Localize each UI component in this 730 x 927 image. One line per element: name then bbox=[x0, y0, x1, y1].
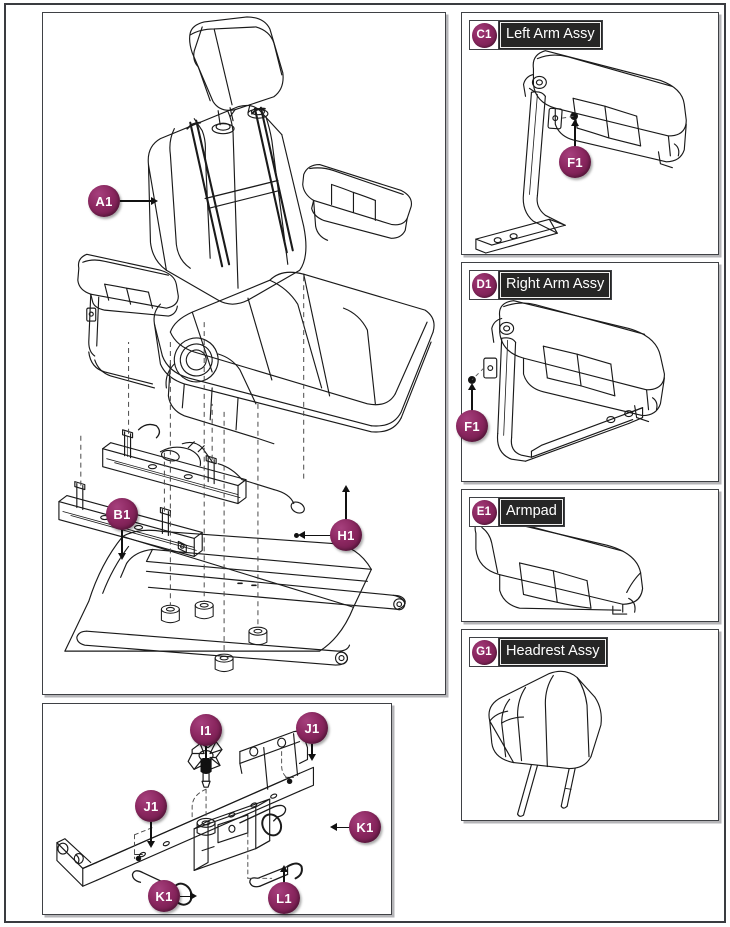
headrest-illustration bbox=[462, 630, 718, 820]
badge-wrap-c1: C1 bbox=[469, 20, 499, 50]
armpad-illustration bbox=[462, 490, 718, 621]
badge-g1: G1 bbox=[471, 639, 497, 665]
callout-k1-bottom-leader bbox=[180, 895, 191, 898]
callout-h1-arrow-left bbox=[298, 531, 305, 539]
caption-right-arm: D1 Right Arm Assy bbox=[469, 270, 613, 300]
caption-headrest: G1 Headrest Assy bbox=[469, 637, 608, 667]
callout-j1-left-arrow bbox=[146, 841, 155, 848]
callout-k1-bottom-arrow bbox=[190, 892, 197, 900]
label-headrest-assy: Headrest Assy bbox=[498, 637, 608, 667]
callout-k1-right-arrow bbox=[330, 823, 337, 831]
callout-i1-arrow bbox=[201, 758, 210, 765]
callout-l1[interactable]: L1 bbox=[268, 882, 300, 914]
callout-a1-arrow bbox=[151, 196, 158, 205]
badge-wrap-e1: E1 bbox=[469, 497, 499, 527]
callout-b1-leader bbox=[121, 530, 123, 554]
badge-wrap-d1: D1 bbox=[469, 270, 499, 300]
callout-f1-right-arrow bbox=[467, 383, 476, 390]
callout-l1-arrow bbox=[279, 865, 288, 872]
base-frame-illustration bbox=[43, 704, 391, 914]
callout-j1-right-leader bbox=[311, 744, 313, 755]
caption-left-arm: C1 Left Arm Assy bbox=[469, 20, 603, 50]
label-armpad: Armpad bbox=[498, 497, 565, 527]
left-arm-illustration bbox=[462, 13, 718, 254]
callout-i1-leader bbox=[205, 746, 207, 759]
callout-b1[interactable]: B1 bbox=[106, 498, 138, 530]
callout-k1-bottom[interactable]: K1 bbox=[148, 880, 180, 912]
callout-i1[interactable]: I1 bbox=[190, 714, 222, 746]
badge-e1: E1 bbox=[471, 499, 497, 525]
callout-j1-right-arrow bbox=[307, 754, 316, 761]
callout-j1-left-leader bbox=[150, 822, 152, 842]
badge-c1: C1 bbox=[471, 22, 497, 48]
label-left-arm-assy: Left Arm Assy bbox=[498, 20, 603, 50]
callout-a1-leader bbox=[120, 200, 152, 202]
callout-f1-left-arrow bbox=[570, 119, 579, 126]
main-seat-illustration bbox=[43, 13, 445, 694]
panel-base-mount-frame[interactable]: I1 J1 J1 K1 K1 L1 bbox=[42, 703, 392, 915]
panel-headrest-assy[interactable]: G1 Headrest Assy bbox=[461, 629, 719, 821]
callout-h1-arrow-up bbox=[341, 485, 350, 492]
callout-h1-anchor-dot bbox=[294, 532, 299, 538]
badge-wrap-g1: G1 bbox=[469, 637, 499, 667]
right-arm-illustration bbox=[462, 263, 718, 481]
panel-left-arm-assy[interactable]: C1 Left Arm Assy F1 bbox=[461, 12, 719, 255]
callout-h1-leader-vert bbox=[345, 491, 347, 520]
callout-k1-right[interactable]: K1 bbox=[349, 811, 381, 843]
callout-h1[interactable]: H1 bbox=[330, 519, 362, 551]
callout-b1-arrow bbox=[117, 553, 126, 560]
label-right-arm-assy: Right Arm Assy bbox=[498, 270, 613, 300]
callout-j1-right[interactable]: J1 bbox=[296, 712, 328, 744]
panel-armpad[interactable]: E1 Armpad bbox=[461, 489, 719, 622]
callout-a1[interactable]: A1 bbox=[88, 185, 120, 217]
callout-j1-left[interactable]: J1 bbox=[135, 790, 167, 822]
badge-d1: D1 bbox=[471, 272, 497, 298]
callout-h1-leader-horz bbox=[305, 534, 331, 537]
caption-armpad: E1 Armpad bbox=[469, 497, 565, 527]
callout-f1-right-arm[interactable]: F1 bbox=[456, 410, 488, 442]
callout-k1-right-leader bbox=[336, 826, 350, 829]
callout-l1-leader bbox=[283, 871, 285, 883]
callout-f1-left-arm[interactable]: F1 bbox=[559, 146, 591, 178]
callout-f1-right-leader bbox=[471, 389, 473, 411]
callout-f1-left-leader bbox=[574, 125, 576, 147]
panel-main-seat-assembly[interactable]: A1 B1 H1 bbox=[42, 12, 446, 695]
panel-right-arm-assy[interactable]: D1 Right Arm Assy F1 bbox=[456, 262, 719, 482]
